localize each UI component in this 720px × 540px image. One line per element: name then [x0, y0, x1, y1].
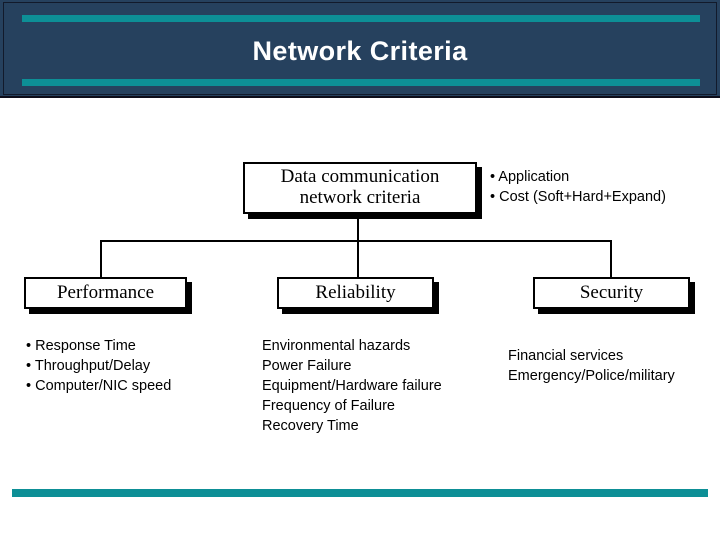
- node-root-criteria: Data communication network criteria: [243, 162, 477, 214]
- node-root-label-line1: Data communication: [280, 166, 440, 188]
- node-root-label-line2: network criteria: [299, 187, 421, 208]
- header-rule-bottom: [22, 79, 700, 86]
- list-item: Frequency of Failure: [262, 398, 395, 414]
- node-security-label: Security: [579, 282, 644, 303]
- footer-rule: [12, 489, 708, 497]
- connector-root-stem: [357, 214, 359, 241]
- list-item: Financial services: [508, 348, 624, 364]
- reliability-items-list: Environmental hazards Power Failure Equi…: [262, 336, 442, 436]
- connector-drop-performance: [100, 240, 102, 277]
- node-reliability-label: Reliability: [315, 282, 396, 303]
- node-reliability: Reliability: [277, 277, 434, 309]
- node-security: Security: [533, 277, 690, 309]
- list-item: • Computer/NIC speed: [26, 378, 172, 394]
- list-item: • Throughput/Delay: [26, 358, 151, 374]
- node-performance-label: Performance: [56, 282, 155, 303]
- root-notes-list: • Application • Cost (Soft+Hard+Expand): [490, 167, 666, 207]
- list-item: Power Failure: [262, 358, 352, 374]
- performance-items-list: • Response Time • Throughput/Delay • Com…: [26, 336, 171, 396]
- node-performance: Performance: [24, 277, 187, 309]
- page-title: Network Criteria: [252, 36, 468, 66]
- list-item: • Response Time: [26, 338, 136, 354]
- connector-drop-reliability: [357, 240, 359, 277]
- root-note-item: • Application: [490, 169, 570, 185]
- header-rule-top: [22, 15, 700, 22]
- list-item: Recovery Time: [262, 418, 359, 434]
- list-item: Environmental hazards: [262, 338, 411, 354]
- root-note-item: • Cost (Soft+Hard+Expand): [490, 189, 666, 205]
- connector-horizontal-bar: [100, 240, 612, 242]
- connector-drop-security: [610, 240, 612, 277]
- list-item: Equipment/Hardware failure: [262, 378, 442, 394]
- list-item: Emergency/Police/military: [508, 368, 675, 384]
- slide-header-band: Network Criteria: [0, 0, 720, 98]
- node-root-label: Data communication network criteria: [281, 167, 440, 208]
- security-items-list: Financial services Emergency/Police/mili…: [508, 346, 675, 386]
